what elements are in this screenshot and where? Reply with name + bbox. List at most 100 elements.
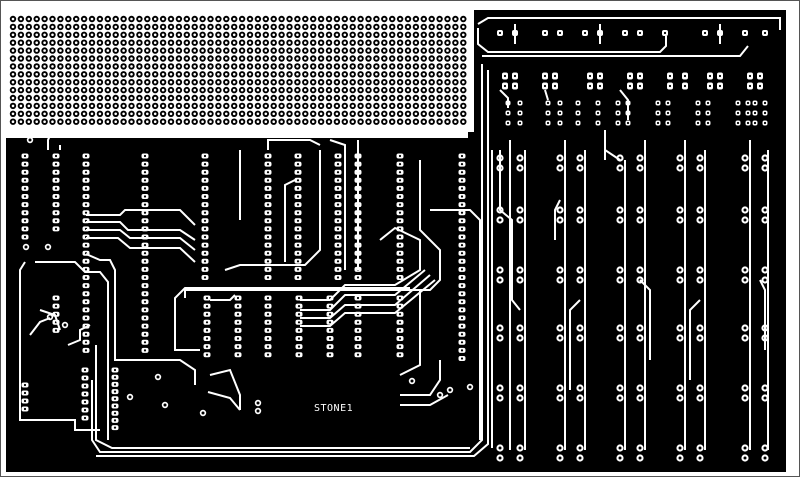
- pad-drill: [596, 121, 600, 125]
- trace: [267, 139, 321, 150]
- grid-pad-hole: [98, 49, 102, 52]
- grid-pad-hole: [359, 88, 362, 92]
- grid-pad-hole: [59, 120, 62, 123]
- grid-pad-hole: [343, 120, 347, 123]
- pad-drill: [113, 368, 117, 372]
- pad-drill: [553, 74, 557, 78]
- grid-pad-hole: [201, 57, 204, 60]
- connector-trace: [499, 150, 521, 311]
- grid-pad-hole: [232, 120, 236, 123]
- via-drill: [698, 278, 702, 282]
- grid-pad-hole: [11, 104, 15, 108]
- connector-trace: [604, 130, 621, 161]
- grid-pad-hole: [114, 96, 117, 100]
- grid-pad-hole: [256, 112, 260, 116]
- grid-pad-hole: [248, 96, 252, 100]
- grid-pad-hole: [383, 88, 386, 92]
- grid-pad-hole: [130, 73, 133, 76]
- grid-pad-hole: [272, 88, 276, 92]
- grid-pad-hole: [67, 65, 70, 68]
- pad-drill: [336, 211, 340, 214]
- pad-drill: [546, 121, 550, 125]
- grid-pad-hole: [248, 88, 252, 92]
- grid-pad-hole: [19, 104, 23, 108]
- via-drill: [678, 396, 682, 400]
- via-drill: [518, 268, 522, 272]
- grid-pad-hole: [177, 104, 181, 108]
- via-drill: [743, 208, 747, 212]
- grid-pad-hole: [414, 112, 418, 116]
- grid-pad-hole: [438, 57, 441, 60]
- pad-drill: [84, 179, 88, 182]
- pad-drill: [113, 426, 117, 429]
- grid-pad-hole: [90, 80, 94, 84]
- grid-pad-hole: [288, 17, 291, 21]
- trace: [19, 261, 100, 431]
- grid-pad-hole: [398, 112, 402, 116]
- grid-pad-hole: [359, 112, 362, 116]
- pad-drill: [748, 74, 752, 78]
- grid-pad-hole: [264, 80, 268, 84]
- via-drill: [763, 268, 767, 272]
- pad-drill: [296, 154, 300, 158]
- grid-pad-hole: [138, 17, 141, 21]
- via-drill: [558, 446, 562, 450]
- via-drill: [678, 336, 682, 340]
- grid-pad-hole: [288, 120, 291, 123]
- via-drill: [558, 166, 562, 170]
- grid-pad-hole: [422, 80, 426, 84]
- pad-drill: [616, 101, 620, 105]
- grid-pad-hole: [161, 80, 165, 84]
- grid-pad-hole: [398, 41, 402, 44]
- grid-pad-hole: [217, 96, 220, 100]
- pad-drill: [336, 179, 340, 182]
- pad-drill: [203, 276, 207, 279]
- grid-pad-hole: [422, 88, 426, 92]
- pad-drill: [703, 31, 707, 35]
- grid-pad-hole: [248, 73, 252, 76]
- pad-drill: [296, 235, 300, 239]
- trace: [477, 17, 781, 30]
- grid-pad-hole: [193, 73, 196, 76]
- grid-pad-hole: [106, 120, 110, 123]
- grid-pad-hole: [264, 65, 268, 68]
- pad-drill: [266, 179, 270, 182]
- pad-drill: [336, 276, 340, 279]
- grid-pad-hole: [51, 25, 54, 29]
- via-drill: [518, 278, 522, 282]
- grid-pad-hole: [375, 80, 378, 84]
- grid-pad-hole: [59, 96, 62, 100]
- via-drill: [558, 208, 562, 212]
- grid-pad-hole: [114, 65, 117, 68]
- grid-pad-hole: [375, 65, 378, 68]
- via-drill: [678, 278, 682, 282]
- pad-drill: [503, 84, 507, 88]
- pad-drill: [398, 313, 402, 316]
- via-drill: [618, 218, 622, 222]
- via-drill: [638, 156, 642, 160]
- grid-pad-hole: [51, 49, 54, 52]
- grid-pad-hole: [311, 112, 315, 116]
- pad-drill: [266, 163, 270, 166]
- grid-pad-hole: [256, 88, 260, 92]
- grid-pad-hole: [248, 25, 252, 29]
- grid-pad-hole: [288, 49, 291, 52]
- grid-pad-hole: [462, 33, 465, 37]
- grid-pad-hole: [98, 57, 102, 60]
- pad-drill: [143, 276, 147, 279]
- pad-drill: [143, 244, 147, 247]
- pad-drill: [143, 203, 147, 206]
- pad-drill: [297, 313, 301, 316]
- grid-pad-hole: [51, 65, 54, 68]
- pad-drill: [23, 219, 27, 222]
- grid-pad-hole: [11, 41, 15, 44]
- pad-drill: [656, 121, 660, 125]
- grid-pad-hole: [35, 112, 38, 116]
- grid-pad-hole: [51, 80, 54, 84]
- grid-pad-hole: [454, 112, 457, 116]
- connector-trace: [759, 279, 766, 350]
- pad-drill: [336, 171, 340, 174]
- grid-pad-hole: [288, 96, 291, 100]
- grid-pad-hole: [383, 17, 386, 21]
- pad-drill: [398, 179, 402, 182]
